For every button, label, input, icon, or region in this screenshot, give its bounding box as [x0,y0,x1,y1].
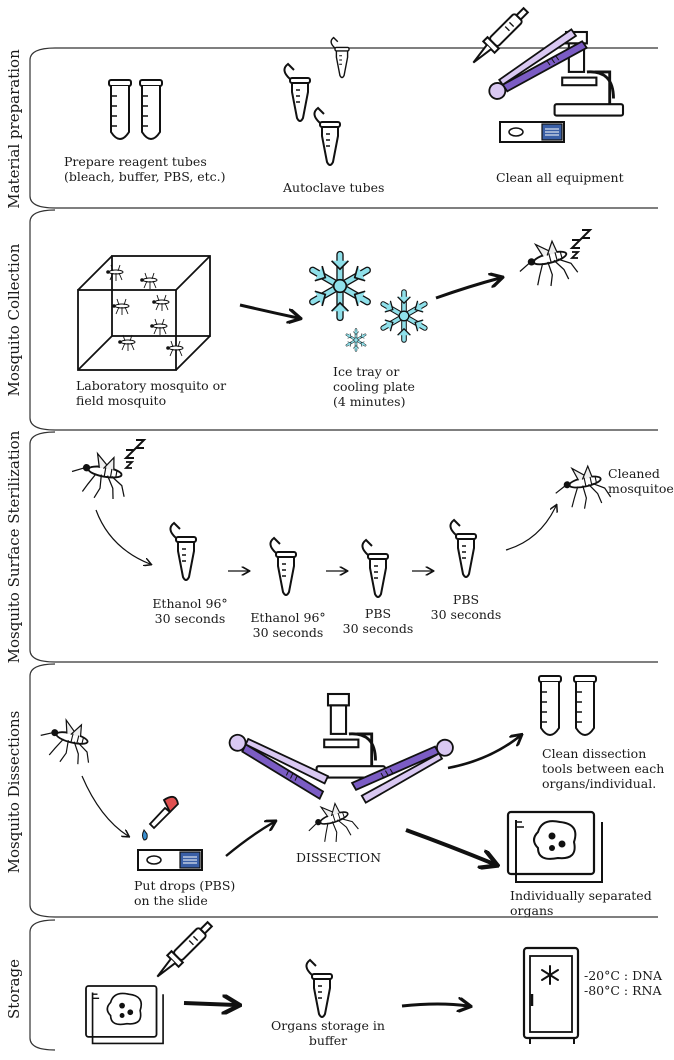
microcentrifuge-tube-icon [330,36,350,79]
arrow-to-separated [405,828,494,864]
arrow-to-step1 [95,509,150,564]
section-title-sterilization: Mosquito Surface Sterilization [5,430,23,664]
label-reagent-tubes: Prepare reagent tubes (bleach, buffer, P… [64,154,226,184]
mosquito-icon [34,714,99,770]
label-cage: Laboratory mosquito or field mosquito [76,378,227,408]
snowflake-icon [304,250,375,321]
label-buffer: Organs storage in buffer [271,1018,385,1048]
label-clean-equipment: Clean all equipment [496,170,624,185]
label-separated: Individually separated organs [510,888,652,918]
microscope-icon [315,692,387,780]
caged-mosquitoes [105,264,184,358]
microcentrifuge-tube-icon [269,537,297,596]
mosquito-icon [513,234,581,294]
section-title-storage: Storage [5,959,23,1019]
microscope-icon [553,30,625,118]
arrow-to-clean-tools [447,736,520,770]
microcentrifuge-tube-icon [305,959,333,1018]
arrow-dish-to-buffer [183,1003,236,1005]
label-step-1: Ethanol 96° 30 seconds [152,596,228,626]
reagent-tube-icon [538,675,562,736]
snowflake-icon [377,289,431,343]
label-freezer: -20°C : DNA -80°C : RNA [584,968,663,998]
microcentrifuge-tube-icon [313,107,341,166]
mosquito-icon [550,460,613,515]
glass-slide-icon [499,121,565,143]
label-step-3: PBS 30 seconds [342,606,414,636]
label-step-2: Ethanol 96° 30 seconds [250,610,326,640]
label-dissection: DISSECTION [296,850,382,865]
material-equipment [466,3,625,143]
section-title-material: Material preparation [5,49,23,209]
label-cleaned: Cleaned mosquitoes [608,466,674,496]
snowflake-icons [304,250,431,354]
reagent-tube-icon [108,79,132,140]
dropper-icon [142,795,179,841]
petri-dish-icon [85,985,164,1045]
arrow-to-slide [81,775,128,836]
freezer-icon [522,946,580,1044]
arrow-buffer-to-freezer [401,1004,468,1006]
arrow-slide-to-dissection [225,822,274,857]
label-clean-tools: Clean dissection tools between each orga… [542,746,665,791]
sleep-icon [571,229,591,259]
mosquito-icon [302,797,361,850]
arrow-cage-to-ice [239,303,298,318]
tweezers-icon [222,731,331,800]
arrow-to-cleaned [505,506,556,551]
label-drops: Put drops (PBS) on the slide [134,878,236,908]
label-ice: Ice tray or cooling plate (4 minutes) [333,364,415,409]
section-title-dissections: Mosquito Dissections [5,710,23,874]
mosquito-icon [67,448,132,504]
label-autoclave: Autoclave tubes [283,180,385,195]
reagent-tube-icon [139,79,163,140]
material-autoclave-tubes [283,36,350,166]
microcentrifuge-tube-icon [169,522,197,581]
sleep-icon [125,439,145,469]
pipette-icon [466,3,533,70]
snowflake-icon [342,326,370,354]
reagent-tube-icon [573,675,597,736]
microcentrifuge-tube-icon [283,63,311,122]
section-title-collection: Mosquito Collection [5,243,23,397]
arrow-ice-to-asleep [435,278,500,300]
section-brackets [29,47,658,1051]
pipette-icon [150,917,217,984]
glass-slide-icon [137,849,203,871]
label-step-4: PBS 30 seconds [430,592,502,622]
material-reagent-tubes [108,79,163,140]
petri-dish-icon [506,810,604,884]
microcentrifuge-tube-icon [449,519,477,578]
cage-icon [77,255,211,371]
microcentrifuge-tube-icon [361,539,389,598]
